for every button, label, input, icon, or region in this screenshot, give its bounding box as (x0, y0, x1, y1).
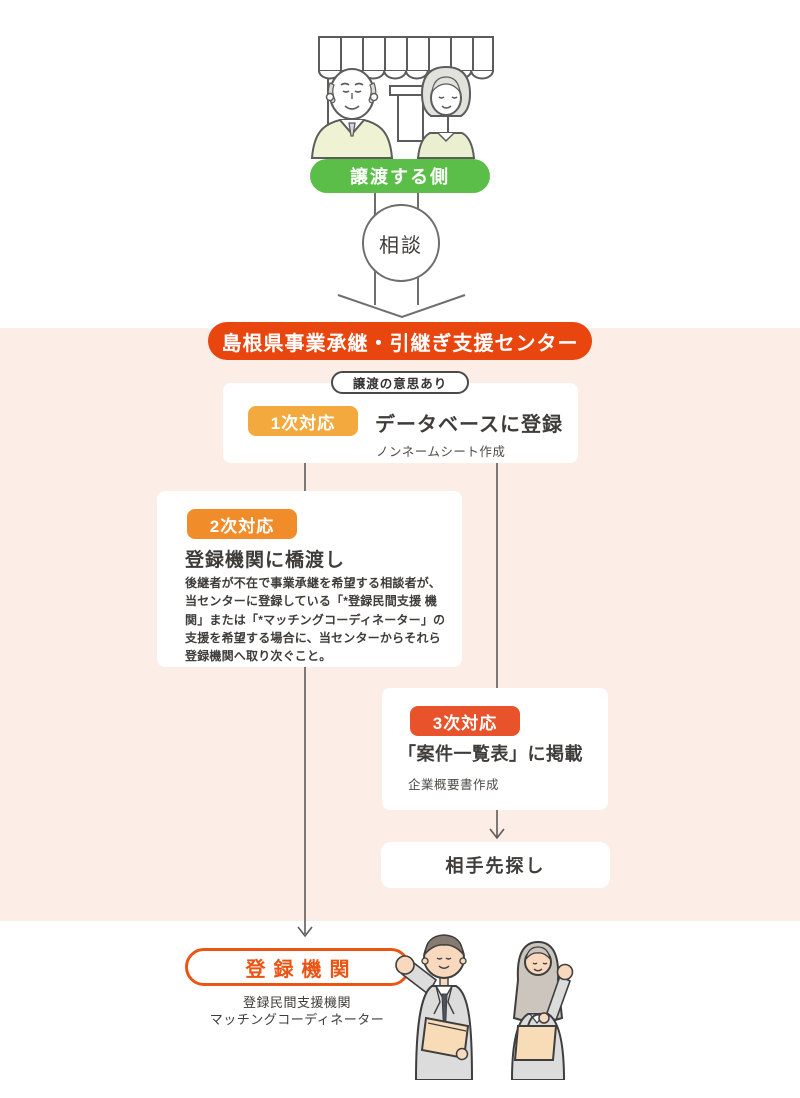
registered-org-sub1: 登録民間支援機関 (242, 995, 351, 1010)
transferor-side-text: 譲渡する側 (350, 167, 450, 187)
step1-badge: 1次対応 (248, 406, 358, 436)
registered-org-sub2: マッチングコーディネーター (209, 1012, 385, 1027)
shop-window (389, 85, 457, 142)
storefront-couple-illustration (310, 36, 494, 159)
registered-org-label: 登録機関 (245, 958, 358, 981)
support-center-text: 島根県事業承継・引継ぎ支援センター (221, 332, 579, 355)
step2-badge: 2次対応 (187, 509, 297, 539)
chevron-arrowhead (337, 294, 466, 319)
step2-description: 後継者が不在で事業承継を希望する相談者が、当センターに登録している「*登録民間支… (185, 576, 446, 664)
businesswoman-figure (510, 940, 574, 1080)
intent-badge: 譲渡の意思あり (331, 371, 469, 394)
intent-badge-text: 譲渡の意思あり (352, 377, 448, 391)
registered-org-pill: 登録機関 (185, 948, 410, 986)
step3-card: 3次対応 「案件一覧表」に掲載 企業概要書作成 (382, 688, 608, 810)
step1-note: ノンネームシート作成 (376, 445, 506, 459)
partner-search-label: 相手先探し (445, 856, 546, 876)
step1-title: データベースに登録 (375, 414, 563, 436)
consultation-label: 相談 (379, 234, 423, 257)
transferor-side-label: 譲渡する側 (310, 159, 490, 193)
arrowhead-org (297, 926, 313, 938)
awning (318, 36, 494, 80)
step3-note: 企業概要書作成 (408, 778, 500, 792)
step3-title: 「案件一覧表」に掲載 (398, 744, 583, 764)
shop-owner-woman (416, 65, 476, 159)
registered-org-sublabels: 登録民間支援機関 マッチングコーディネーター (147, 994, 447, 1028)
step3-badge: 3次対応 (410, 706, 520, 736)
step2-card: 2次対応 登録機関に橋渡し 後継者が不在で事業承継を希望する相談者が、当センター… (157, 491, 462, 667)
support-center-title: 島根県事業承継・引継ぎ支援センター (208, 322, 592, 360)
step1-card: 1次対応 データベースに登録 ノンネームシート作成 (223, 383, 578, 463)
step2-title: 登録機関に橋渡し (185, 550, 346, 571)
partner-search-card: 相手先探し (381, 842, 610, 888)
shop-owner-man (310, 68, 394, 159)
